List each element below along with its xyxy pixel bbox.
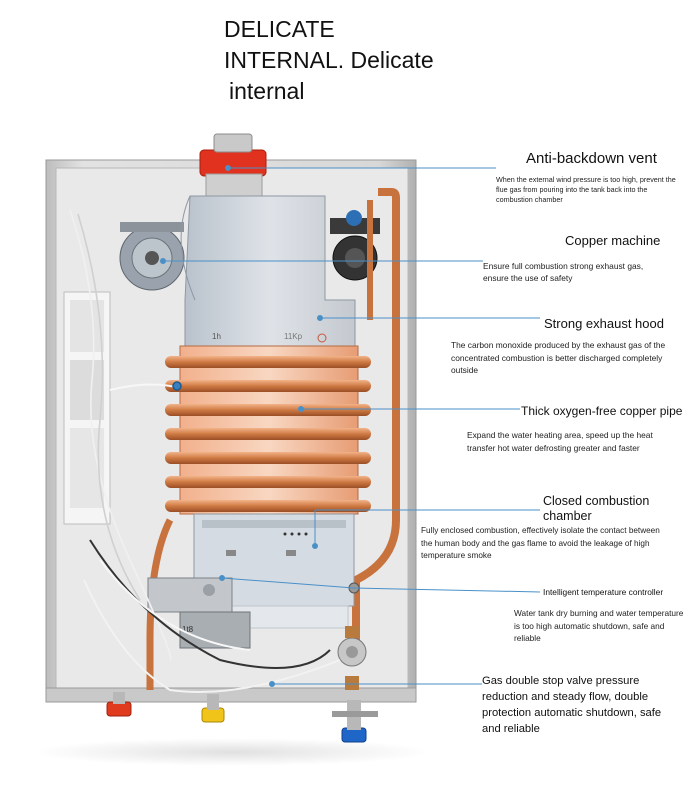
page-title: DELICATE INTERNAL. Delicate internal xyxy=(224,14,434,107)
callout-gas-valve: Gas double stop valve pressure reduction… xyxy=(482,673,662,737)
callout-heading: Intelligent temperature controller xyxy=(543,587,664,597)
callout-copper-pipe: Thick oxygen-free copper pipe Expand the… xyxy=(467,404,683,454)
callout-temperature-controller: Intelligent temperature controller Water… xyxy=(514,587,689,645)
callout-description: Gas double stop valve pressure reduction… xyxy=(482,675,662,735)
callout-exhaust-hood: Strong exhaust hood The carbon monoxide … xyxy=(451,316,666,377)
copper-pipes xyxy=(146,188,400,690)
bottom-connectors xyxy=(106,692,378,743)
callout-heading: Anti-backdown vent xyxy=(526,150,657,167)
wiring xyxy=(69,209,341,693)
anti-backdown-vent xyxy=(199,133,267,199)
fan-motor xyxy=(119,222,185,291)
callout-combustion-chamber: Closed combustion chamber Fully enclosed… xyxy=(421,494,661,563)
callout-description: When the external wind pressure is too h… xyxy=(496,175,676,204)
title-line-1: DELICATE xyxy=(224,16,335,42)
heat-exchanger xyxy=(165,345,371,515)
callout-description: Water tank dry burning and water tempera… xyxy=(514,608,684,643)
callout-heading: Strong exhaust hood xyxy=(544,316,664,331)
title-line-2: INTERNAL. Delicate xyxy=(224,47,434,73)
valve-mark: 1t8 xyxy=(182,625,194,634)
callout-heading: Closed combustion chamber xyxy=(543,494,650,523)
callout-description: The carbon monoxide produced by the exha… xyxy=(451,340,666,375)
exhaust-hood: 1h 11Kp xyxy=(180,195,356,347)
title-line-3: internal xyxy=(229,78,305,104)
callout-description: Expand the water heating area, speed up … xyxy=(467,430,653,453)
callout-heading: Thick oxygen-free copper pipe xyxy=(521,404,683,418)
copper-machine xyxy=(330,210,380,281)
floor-shadow xyxy=(32,738,432,766)
gas-valve: 1t8 xyxy=(147,577,251,649)
callout-description: Fully enclosed combustion, effectively i… xyxy=(421,526,660,560)
callout-description: Ensure full combustion strong exhaust ga… xyxy=(483,261,644,283)
callout-anti-backdown-vent: Anti-backdown vent When the external win… xyxy=(496,150,686,205)
temperature-controller-icon xyxy=(337,582,367,690)
leader-lines xyxy=(160,165,541,687)
callout-heading: Copper machine xyxy=(565,233,661,248)
callout-copper-machine: Copper machine Ensure full combustion st… xyxy=(483,233,663,284)
hood-mark: 1h xyxy=(212,332,221,341)
hood-model: 11Kp xyxy=(284,332,303,341)
